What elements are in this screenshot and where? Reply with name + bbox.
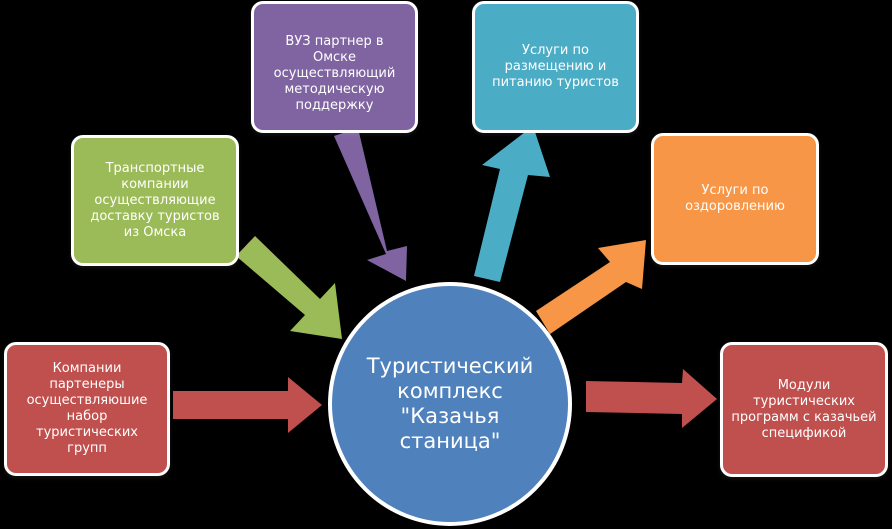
node-partner-university: ВУЗ партнер в Омске осуществляющий метод… xyxy=(251,1,418,133)
center-tourist-complex: Туристический комплекс "Казачья станица" xyxy=(328,282,572,526)
node-program-modules-label: Модули туристических программ с казачьей… xyxy=(731,377,877,441)
node-health-services-label: Услуги по оздоровлению xyxy=(685,183,785,214)
node-partner-companies: Компании партенеры осуществляюшие набор … xyxy=(4,342,170,476)
arrow-university-to-center xyxy=(334,128,407,281)
center-tourist-complex-label: Туристический комплекс "Казачья станица" xyxy=(366,354,534,453)
arrow-transport-to-center xyxy=(236,236,342,339)
arrow-center-to-modules xyxy=(586,369,717,428)
node-health-services: Услуги по оздоровлению xyxy=(651,133,819,265)
node-program-modules: Модули туристических программ с казачьей… xyxy=(720,342,888,477)
arrow-companies-to-center xyxy=(173,377,322,433)
arrow-center-to-health xyxy=(536,240,646,334)
arrow-center-to-lodging xyxy=(474,126,550,282)
node-partner-university-label: ВУЗ партнер в Омске осуществляющий метод… xyxy=(273,34,396,113)
node-lodging-services: Услуги по размещению и питанию туристов xyxy=(472,1,639,133)
node-partner-companies-label: Компании партенеры осуществляюшие набор … xyxy=(26,361,148,456)
node-lodging-services-label: Услуги по размещению и питанию туристов xyxy=(492,43,619,90)
node-transport-companies-label: Транспортные компании осуществляющие дос… xyxy=(90,160,220,240)
node-transport-companies: Транспортные компании осуществляющие дос… xyxy=(71,135,239,266)
